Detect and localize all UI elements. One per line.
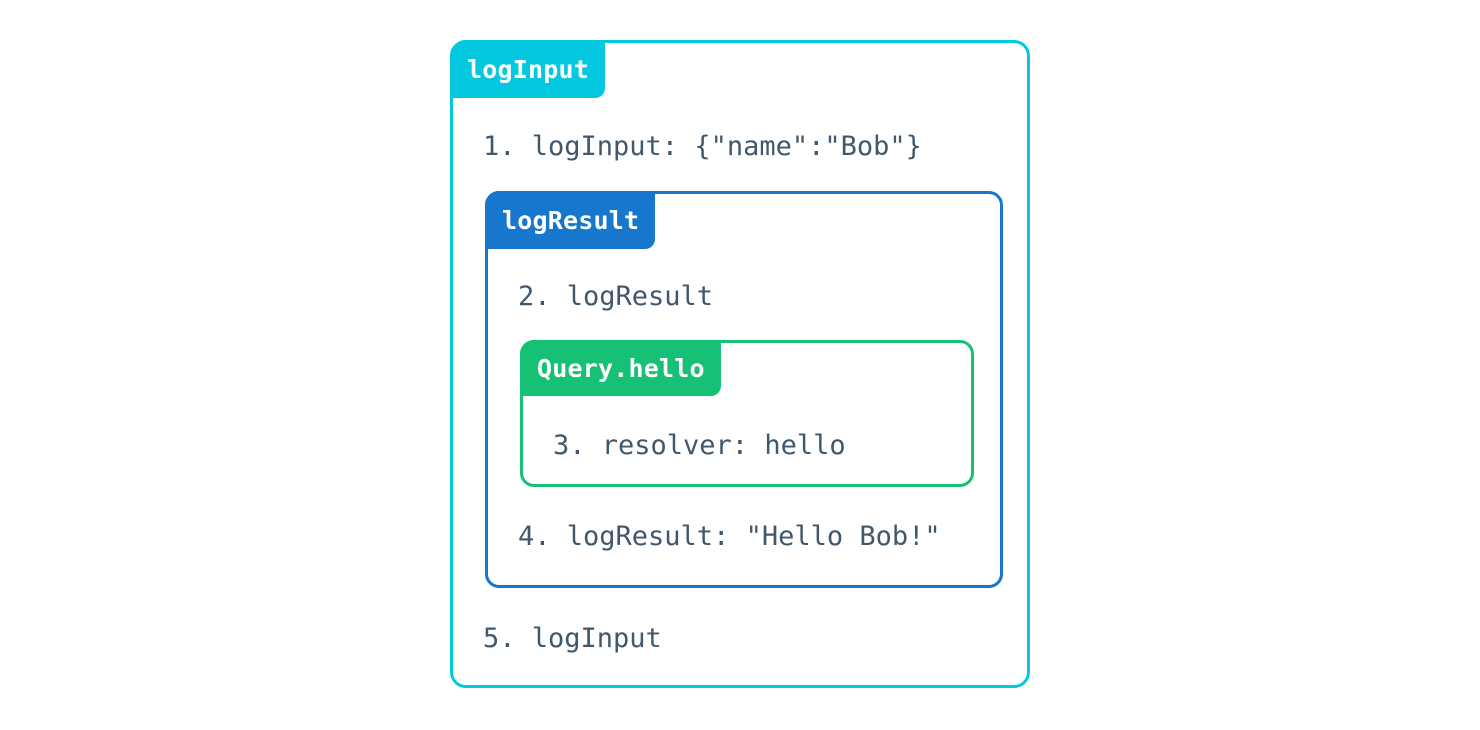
query-hello-box[interactable]: Query.hello 3. resolver: hello [520,340,974,487]
trace-line-2: 2. logResult [518,281,714,312]
trace-line-4: 4. logResult: "Hello Bob!" [518,521,941,552]
log-result-tag: logResult [485,191,656,249]
query-hello-tag: Query.hello [520,340,721,396]
trace-line-1: 1. logInput: {"name":"Bob"} [483,131,922,162]
log-result-box[interactable]: logResult 2. logResult Query.hello 3. re… [485,191,1003,588]
log-input-tag-label: logInput [467,54,590,84]
trace-line-3: 3. resolver: hello [553,430,846,461]
log-input-tag: logInput [450,40,606,98]
query-hello-tag-label: Query.hello [537,353,705,383]
log-input-box[interactable]: logInput 1. logInput: {"name":"Bob"} log… [450,40,1030,688]
trace-line-5: 5. logInput [483,623,662,654]
log-result-tag-label: logResult [502,205,640,235]
